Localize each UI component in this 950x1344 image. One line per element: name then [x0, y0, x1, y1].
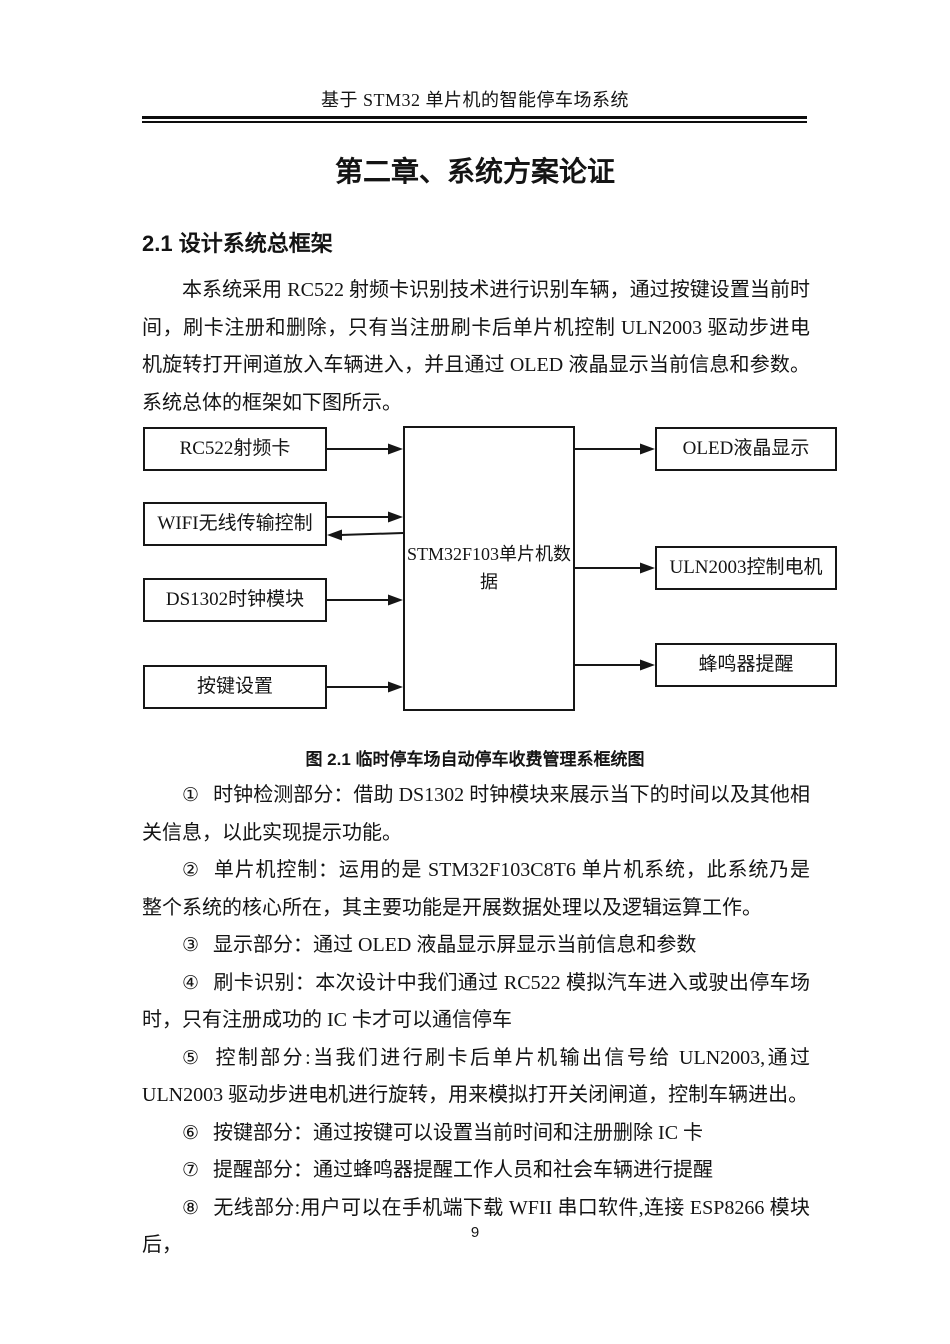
list-item-marker: ⑦ — [182, 1159, 200, 1181]
arrow-rc522-to-mcu — [327, 443, 403, 455]
arrow-mcu-to-buzzer — [575, 659, 655, 671]
list-item-marker: ⑤ — [182, 1046, 202, 1069]
diagram-box-mcu: STM32F103单片机数据 — [403, 426, 575, 711]
arrow-mcu-to-wifi — [327, 529, 404, 541]
list-item-marker: ① — [182, 784, 200, 806]
diagram-box-ds1302: DS1302时钟模块 — [143, 578, 327, 622]
system-block-diagram: RC522射频卡 WIFI无线传输控制 DS1302时钟模块 按键设置 STM3… — [0, 415, 950, 715]
figure-caption: 图 2.1 临时停车场自动停车收费管理系框统图 — [305, 750, 645, 769]
diagram-box-wifi: WIFI无线传输控制 — [143, 502, 327, 546]
list-item-marker: ② — [182, 859, 200, 881]
list-item-text: 控制部分:当我们进行刷卡后单片机输出信号给 ULN2003,通过 ULN2003… — [142, 1046, 810, 1107]
diagram-box-buzzer: 蜂鸣器提醒 — [655, 643, 837, 687]
arrow-mcu-to-uln2003 — [575, 562, 655, 574]
list-item-text: 时钟检测部分：借助 DS1302 时钟模块来展示当下的时间以及其他相关信息，以此… — [142, 784, 810, 844]
intro-paragraph: 本系统采用 RC522 射频卡识别技术进行识别车辆，通过按键设置当前时间，刷卡注… — [142, 279, 810, 414]
running-header: 基于 STM32 单片机的智能停车场系统 — [320, 90, 629, 110]
list-item-text: 无线部分:用户可以在手机端下载 WFII 串口软件,连接 ESP8266 模块后… — [142, 1196, 810, 1257]
list-item-text: 按键部分：通过按键可以设置当前时间和注册删除 IC 卡 — [213, 1121, 704, 1144]
diagram-box-uln2003: ULN2003控制电机 — [655, 546, 837, 590]
diagram-box-oled: OLED液晶显示 — [655, 427, 837, 471]
page-number: 9 — [470, 1224, 480, 1241]
chapter-title: 第二章、系统方案论证 — [334, 156, 615, 187]
list-item-text: 提醒部分：通过蜂鸣器提醒工作人员和社会车辆进行提醒 — [213, 1159, 714, 1181]
list-item-text: 刷卡识别：本次设计中我们通过 RC522 模拟汽车进入或驶出停车场时，只有注册成… — [142, 971, 810, 1032]
diagram-box-rc522: RC522射频卡 — [143, 427, 327, 471]
list-item: ⑥ 按键部分：通过按键可以设置当前时间和注册删除 IC 卡 — [142, 1115, 810, 1153]
list-item-text: 单片机控制：运用的是 STM32F103C8T6 单片机系统，此系统乃是整个系统… — [142, 859, 810, 919]
list-item: ⑦ 提醒部分：通过蜂鸣器提醒工作人员和社会车辆进行提醒 — [142, 1152, 810, 1190]
list-item-marker: ⑥ — [182, 1121, 200, 1144]
diagram-arrows — [327, 443, 655, 693]
arrow-ds1302-to-mcu — [327, 594, 403, 606]
diagram-box-keys: 按键设置 — [143, 665, 327, 709]
section-heading: 2.1 设计系统总框架 — [142, 231, 333, 256]
arrow-mcu-to-oled — [575, 443, 655, 455]
header-rule-divider — [142, 116, 807, 123]
arrow-wifi-to-mcu — [327, 511, 403, 523]
list-item-marker: ⑧ — [182, 1196, 200, 1219]
arrow-keys-to-mcu — [327, 681, 403, 693]
list-item-text: 显示部分：通过 OLED 液晶显示屏显示当前信息和参数 — [213, 934, 697, 956]
list-item: ③ 显示部分：通过 OLED 液晶显示屏显示当前信息和参数 — [142, 927, 810, 965]
list-item-marker: ④ — [182, 971, 200, 994]
list-item-marker: ③ — [182, 934, 200, 956]
